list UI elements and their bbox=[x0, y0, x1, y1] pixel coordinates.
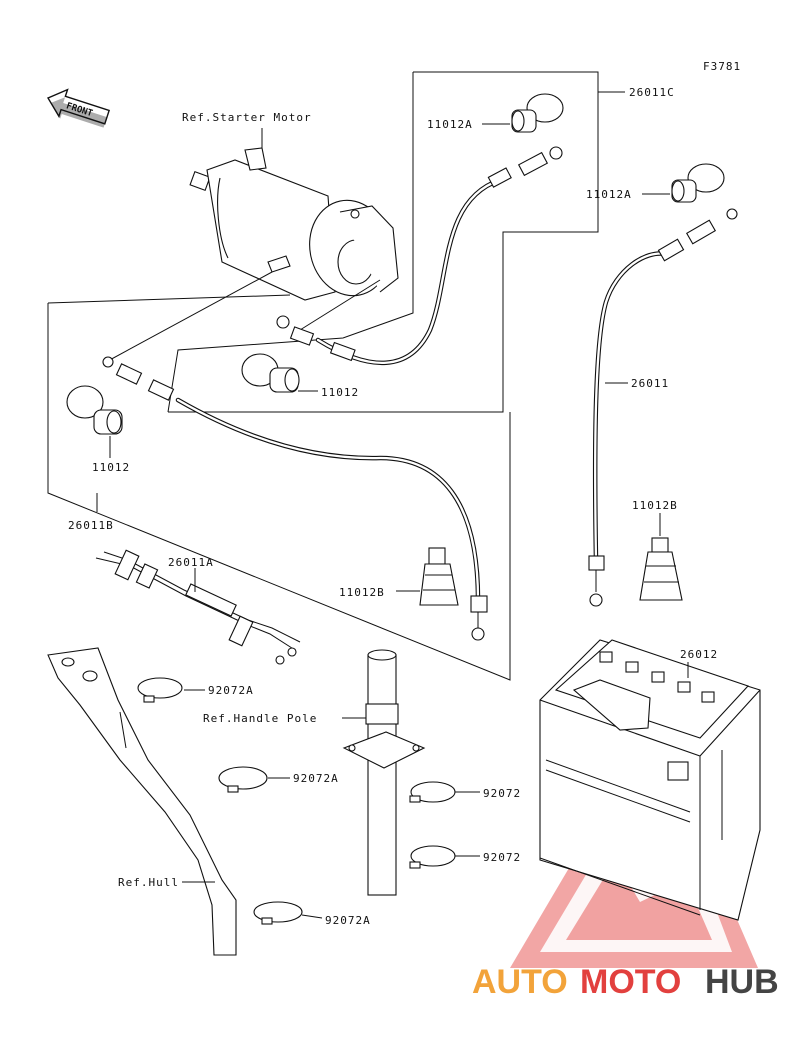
label-92072-2: 92072 bbox=[483, 851, 521, 864]
harness-26011A bbox=[95, 549, 301, 665]
battery-26012 bbox=[539, 639, 761, 921]
cable-26011B bbox=[102, 356, 488, 641]
handle-pole bbox=[342, 649, 426, 896]
clamp-92072A-3 bbox=[253, 901, 303, 925]
boot-11012B-left bbox=[419, 547, 459, 606]
clamp-92072-1 bbox=[409, 781, 456, 803]
cable-26011 bbox=[588, 208, 738, 607]
clamp-92072-2 bbox=[409, 845, 456, 869]
label-hull: Ref.Hull bbox=[118, 876, 179, 889]
label-11012B-right: 11012B bbox=[632, 499, 678, 512]
clamp-92072A-2 bbox=[218, 766, 268, 793]
label-11012-left: 11012 bbox=[92, 461, 130, 474]
label-11012-middle: 11012 bbox=[321, 386, 359, 399]
leader-battery-edge bbox=[539, 857, 701, 916]
label-handle-pole: Ref.Handle Pole bbox=[203, 712, 317, 725]
watermark-part-auto: AUTO bbox=[472, 963, 568, 1001]
watermark-part-moto: MOTO bbox=[580, 963, 681, 1001]
label-26011A: 26011A bbox=[168, 556, 214, 569]
cap-11012A-upper bbox=[511, 93, 564, 133]
group-boundary-26011C bbox=[167, 71, 625, 413]
leader-92072A-3 bbox=[301, 914, 323, 919]
watermark-text: AUTO MOTO HUB bbox=[472, 963, 779, 1001]
label-11012A-right: 11012A bbox=[586, 188, 632, 201]
starter-motor bbox=[105, 147, 399, 363]
label-26011C: 26011C bbox=[629, 86, 675, 99]
boot-11012B-right bbox=[639, 537, 683, 601]
label-92072A-1: 92072A bbox=[208, 684, 254, 697]
label-26012: 26012 bbox=[680, 648, 718, 661]
label-11012A-upper: 11012A bbox=[427, 118, 473, 131]
clamp-92072A-1 bbox=[137, 677, 183, 703]
label-26011: 26011 bbox=[631, 377, 669, 390]
label-26011B: 26011B bbox=[68, 519, 114, 532]
watermark-part-hub: HUB bbox=[705, 963, 779, 1001]
label-starter-motor: Ref.Starter Motor bbox=[182, 111, 312, 124]
group-boundary-26011B bbox=[47, 294, 511, 681]
cap-11012-middle bbox=[241, 353, 300, 393]
cap-11012-left bbox=[66, 385, 123, 435]
cap-11012A-right bbox=[671, 163, 725, 203]
label-92072A-2: 92072A bbox=[293, 772, 339, 785]
cable-26011C bbox=[276, 146, 563, 366]
front-arrow-icon: FRONT bbox=[46, 88, 111, 128]
label-92072-1: 92072 bbox=[483, 787, 521, 800]
hull-bracket bbox=[47, 647, 237, 956]
sheet-code: F3781 bbox=[703, 60, 741, 73]
label-92072A-3: 92072A bbox=[325, 914, 371, 927]
label-11012B-left: 11012B bbox=[339, 586, 385, 599]
